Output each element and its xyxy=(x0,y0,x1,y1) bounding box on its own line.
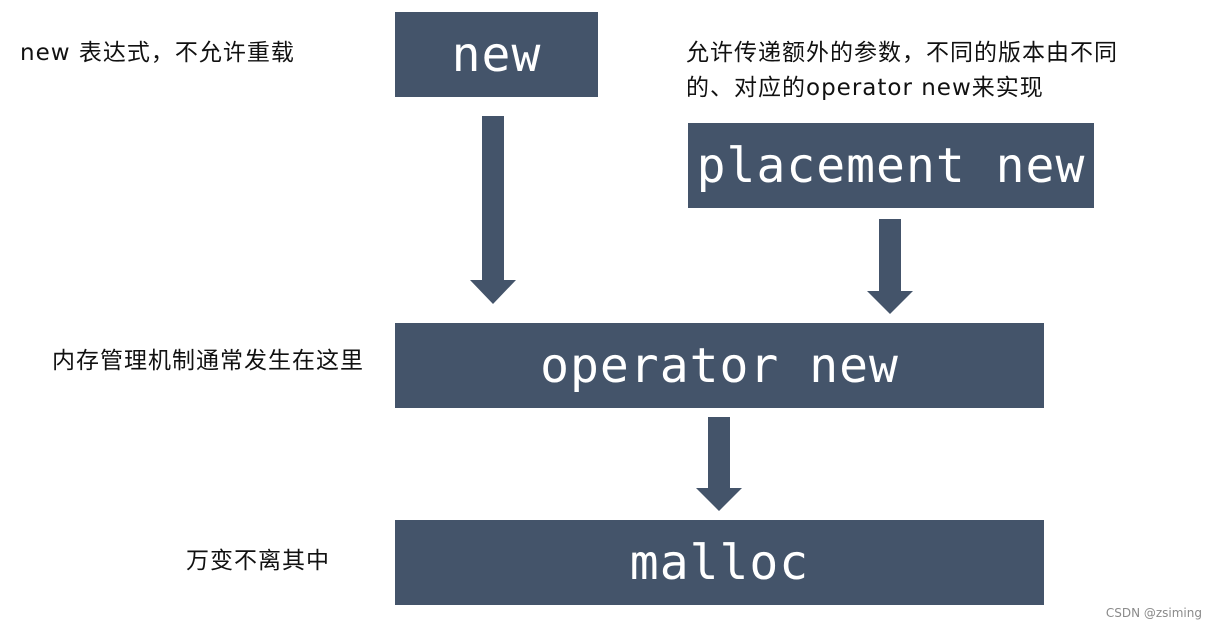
operator-new-note: 内存管理机制通常发生在这里 xyxy=(52,348,364,374)
operator-new-box-label: operator new xyxy=(540,337,899,394)
new-box: new xyxy=(395,12,598,97)
new-expression-note: new 表达式，不允许重载 xyxy=(20,40,295,66)
malloc-note: 万变不离其中 xyxy=(186,548,330,574)
arrow-operator-new-to-malloc xyxy=(696,417,742,511)
placement-new-box: placement new xyxy=(688,123,1094,208)
placement-new-note-line-1: 允许传递额外的参数，不同的版本由不同 xyxy=(686,40,1118,66)
new-box-label: new xyxy=(451,26,542,83)
arrow-new-to-operator-new xyxy=(470,116,516,304)
placement-new-box-label: placement new xyxy=(696,137,1086,194)
placement-new-note-line-2: 的、对应的operator new来实现 xyxy=(686,75,1044,101)
watermark: CSDN @zsiming xyxy=(1105,606,1202,620)
arrow-placement-new-to-operator-new xyxy=(867,219,913,314)
operator-new-box: operator new xyxy=(395,323,1044,408)
placement-new-note: 允许传递额外的参数，不同的版本由不同 的、对应的operator new来实现 xyxy=(686,36,1118,106)
malloc-box: malloc xyxy=(395,520,1044,605)
malloc-box-label: malloc xyxy=(629,534,810,591)
